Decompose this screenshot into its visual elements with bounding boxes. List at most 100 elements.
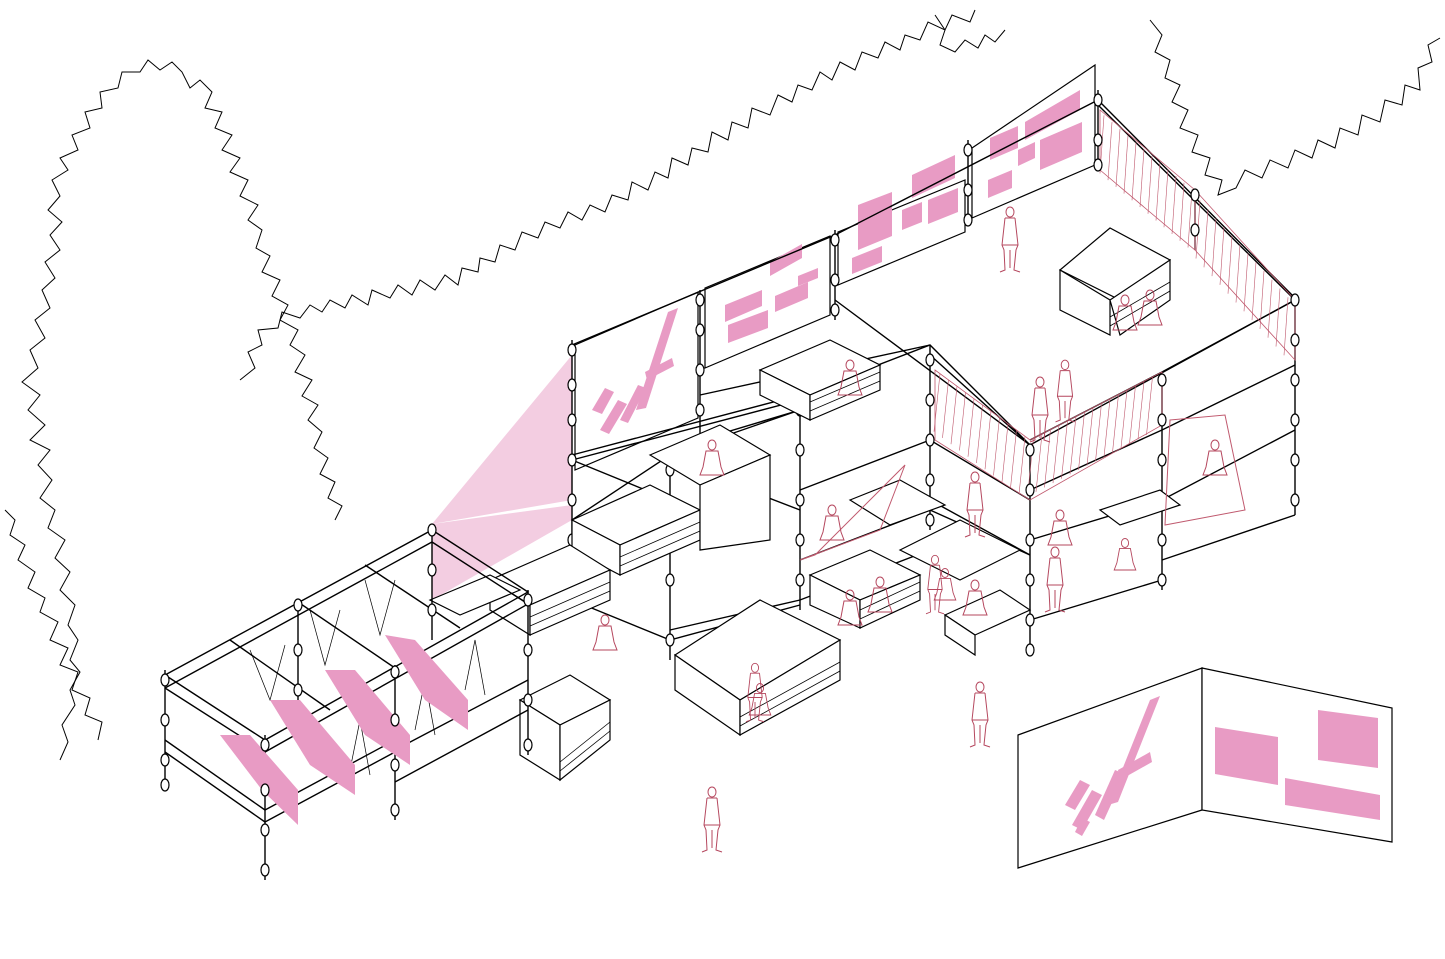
hatch-line (967, 398, 975, 457)
slat (859, 590, 921, 620)
person-body (592, 625, 618, 651)
person-body (701, 797, 723, 853)
joint (390, 803, 400, 817)
person-body (1112, 305, 1138, 331)
joint (1025, 443, 1035, 457)
person-standing (969, 681, 991, 748)
joint (293, 598, 303, 612)
hatch-line (942, 379, 949, 438)
hatch-line (993, 417, 1000, 476)
person-body (1055, 370, 1075, 423)
joint (795, 443, 805, 457)
hatch-line (1203, 209, 1209, 268)
person-head (975, 681, 985, 693)
slat (619, 521, 701, 558)
projection-beam-upper (432, 355, 572, 524)
tree-outline-icon (4, 9, 1441, 761)
joint (427, 523, 437, 537)
joint (160, 713, 170, 727)
joint (390, 665, 400, 679)
joint (567, 413, 577, 427)
hatch-line (1211, 218, 1217, 277)
joint (925, 473, 935, 487)
joint (1093, 93, 1103, 107)
joint (260, 738, 270, 752)
joint (795, 493, 805, 507)
panel-graphics (725, 90, 1082, 343)
hatch-line (1035, 433, 1043, 492)
hatch-line (1095, 403, 1102, 462)
joint (1025, 533, 1035, 547)
hatch-line (1227, 235, 1233, 294)
person-standing (964, 471, 986, 538)
tree-canopy-mid (239, 9, 976, 381)
joint (665, 633, 675, 647)
joint (1290, 293, 1300, 307)
hatch-line (1187, 189, 1193, 248)
person-standing (999, 206, 1021, 273)
person-body (1137, 300, 1163, 326)
joint (390, 758, 400, 772)
hatch-line (1171, 175, 1177, 235)
hatch-line (1235, 244, 1241, 303)
person-seated (1047, 509, 1073, 546)
joint (1190, 188, 1200, 202)
person-body (1044, 557, 1066, 613)
person-body (745, 672, 765, 723)
hatch-line (1001, 423, 1009, 482)
hatch-line (950, 386, 958, 445)
person-head (1035, 376, 1045, 388)
inset-graphics (1215, 710, 1380, 820)
joint (1025, 643, 1035, 657)
person-head (875, 576, 885, 588)
joint (567, 378, 577, 392)
pallet-platform-icon (428, 227, 1182, 782)
joint (1157, 573, 1167, 587)
joint (160, 673, 170, 687)
tree-trunk-line (4, 509, 103, 741)
joint (1290, 453, 1300, 467)
joint (665, 573, 675, 587)
hatch-line (1044, 429, 1051, 488)
hatch-line (1259, 270, 1265, 329)
person-head (1120, 538, 1130, 548)
person-seated (1137, 289, 1163, 326)
joint (1157, 533, 1167, 547)
slat (1109, 281, 1171, 318)
joint (1093, 133, 1103, 147)
joint (523, 593, 533, 607)
joint (925, 353, 935, 367)
joint (523, 693, 533, 707)
joint (160, 778, 170, 792)
joint (1290, 333, 1300, 347)
hatch-line (1010, 430, 1017, 489)
joint (1157, 453, 1167, 467)
person-body (837, 600, 863, 626)
pallet-slats (529, 281, 1171, 772)
person-head (970, 471, 980, 483)
person-seated (819, 504, 845, 541)
person-seated (933, 568, 957, 601)
person-head (707, 439, 717, 451)
person-body (837, 370, 863, 396)
person-seated (1202, 439, 1228, 476)
hatch-line (1251, 262, 1257, 321)
joint (695, 403, 705, 417)
person-body (969, 692, 991, 748)
person-head (750, 662, 760, 673)
hatch-line (1115, 128, 1121, 187)
person-seated (592, 614, 618, 651)
person-body (748, 692, 772, 716)
person-seated (1112, 294, 1138, 331)
person-head (1055, 509, 1065, 521)
hatch-line (1243, 253, 1249, 312)
joint (795, 573, 805, 587)
joint (567, 453, 577, 467)
person-head (1005, 206, 1015, 218)
slat (529, 581, 611, 618)
slat (559, 730, 611, 772)
joint (695, 323, 705, 337)
joint (1290, 493, 1300, 507)
person-body (964, 482, 986, 538)
joint (427, 603, 437, 617)
